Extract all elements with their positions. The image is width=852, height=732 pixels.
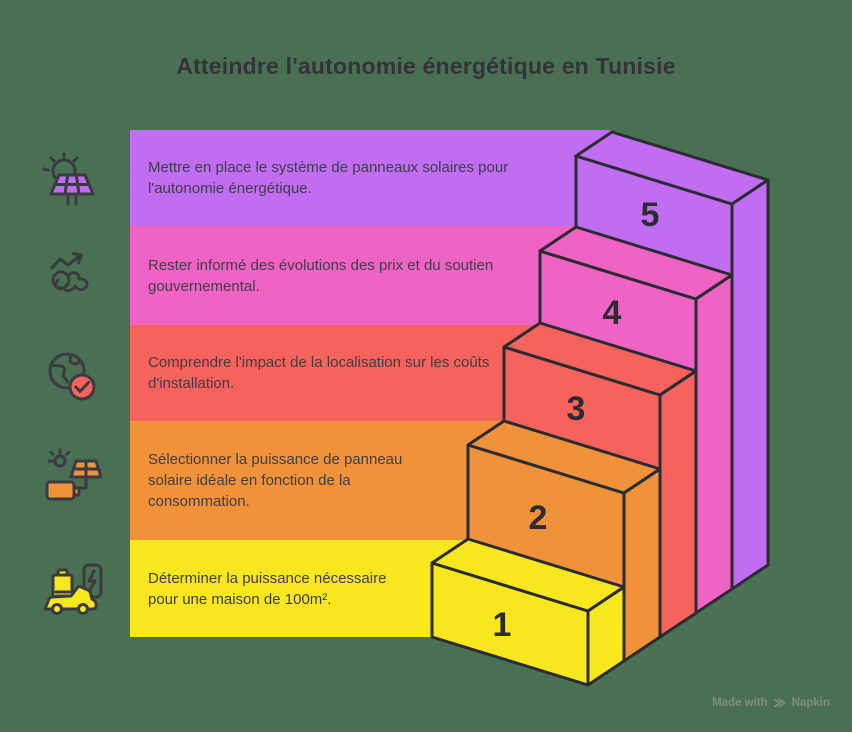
step-band-4: Rester informé des évolutions des prix e… (130, 226, 578, 325)
step-band-5: Mettre en place le système de panneaux s… (130, 130, 610, 226)
napkin-credit: Made with Napkin (712, 696, 830, 710)
step-band-1: Déterminer la puissance nécessaire pour … (130, 540, 470, 637)
step-2-description: Sélectionner la puissance de panneau sol… (148, 451, 403, 510)
step-1-number: 1 (493, 606, 512, 644)
step-3-side-face (658, 369, 698, 639)
step-band-2: Sélectionner la puissance de panneau sol… (130, 421, 507, 540)
solar-battery-icon (40, 446, 104, 510)
step-band-3: Comprendre l'impact de la localisation s… (130, 325, 544, 421)
napkin-logo-icon (773, 698, 786, 708)
step-1-description: Déterminer la puissance nécessaire pour … (148, 569, 387, 608)
step-4-number: 4 (603, 294, 622, 332)
step-2-number: 2 (529, 499, 548, 537)
page-title: Atteindre l'autonomie énergétique en Tun… (176, 53, 676, 79)
credit-prefix: Made with (712, 697, 768, 709)
solar-panel-sun-icon (40, 151, 104, 215)
step-5-side-face (730, 178, 770, 591)
credit-brand: Napkin (791, 697, 830, 709)
step-3-description: Comprendre l'impact de la localisation s… (148, 354, 490, 392)
price-trend-icon (40, 247, 104, 311)
step-4-side-face (694, 273, 734, 615)
step-3-number: 3 (567, 390, 586, 428)
step-1-block: 1 (430, 537, 626, 687)
step-2-side-face (622, 467, 662, 663)
step-1-side-face (586, 585, 626, 687)
step-4-description: Rester informé des évolutions des prix e… (148, 256, 494, 295)
ev-charging-icon (40, 556, 104, 620)
step-5-description: Mettre en place le système de panneaux s… (148, 159, 509, 197)
globe-check-icon (40, 345, 104, 409)
step-5-number: 5 (641, 196, 660, 234)
